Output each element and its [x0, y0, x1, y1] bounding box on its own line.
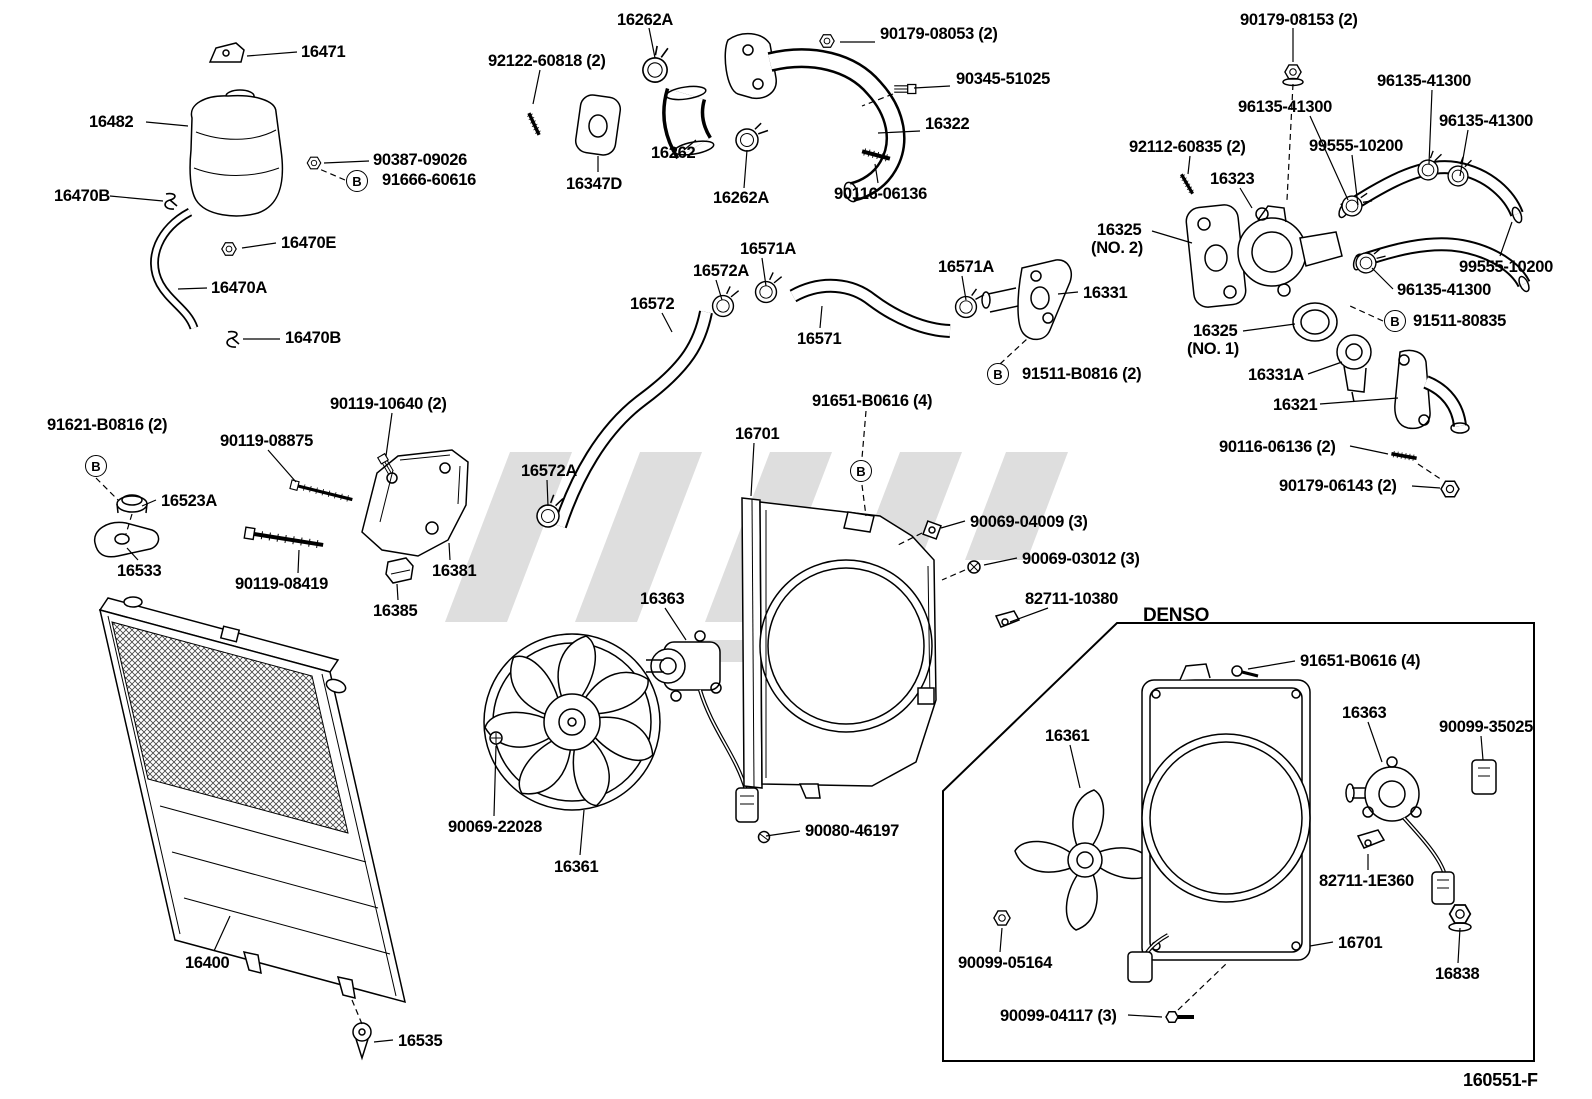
part-label: 16571A — [938, 258, 994, 276]
part-label: 16325 — [1193, 322, 1238, 340]
part-label: 90119-10640 (2) — [330, 395, 447, 413]
part-label: 91666-60616 — [382, 171, 476, 189]
part-label: 90116-06136 — [834, 185, 928, 203]
part-label: 16482 — [89, 113, 134, 131]
radiator-hoses-drawing — [531, 270, 985, 531]
part-label: 82711-10380 — [1025, 590, 1119, 608]
drain-plug-drawing — [352, 1022, 372, 1061]
part-label: 16701 — [1338, 934, 1383, 952]
part-label: 99555-10200 — [1459, 258, 1553, 276]
part-label: DENSO — [1143, 605, 1210, 626]
b-marker: B — [85, 455, 107, 477]
overflow-cap-bracket-drawing — [93, 494, 160, 558]
part-label: 90080-46197 — [805, 822, 899, 840]
fan-drawing — [483, 633, 661, 811]
part-label: 16572 — [630, 295, 675, 313]
part-label: 16572A — [521, 462, 577, 480]
part-label: 16325 — [1097, 221, 1142, 239]
part-label: 82711-1E360 — [1319, 872, 1414, 890]
part-label: 16572A — [693, 262, 749, 280]
part-label: 16361 — [554, 858, 599, 876]
part-label: 90387-09026 — [373, 151, 467, 169]
part-label: 16470B — [285, 329, 341, 347]
part-label: (NO. 1) — [1187, 340, 1239, 358]
part-label: 16535 — [398, 1032, 443, 1050]
leader-lines — [95, 27, 1513, 1043]
part-label: 90179-06143 (2) — [1279, 477, 1397, 495]
part-label: 96135-41300 — [1397, 281, 1491, 299]
part-label: 16470E — [281, 234, 337, 252]
part-label: 16381 — [432, 562, 477, 580]
mounting-bracket-drawing — [242, 449, 469, 584]
part-label: 96135-41300 — [1238, 98, 1332, 116]
part-label: 16331A — [1248, 366, 1304, 384]
part-label: 90099-35025 — [1439, 718, 1533, 736]
part-label: 99555-10200 — [1309, 137, 1403, 155]
radiator-drawing — [98, 596, 407, 1061]
inset-shroud-drawing — [1127, 663, 1311, 983]
part-label: 16571A — [740, 240, 796, 258]
part-label: 91511-B0816 (2) — [1022, 365, 1142, 383]
part-label: 16470A — [211, 279, 267, 297]
small-fasteners-drawing — [922, 520, 1021, 628]
part-label: 91651-B0616 (4) — [1300, 652, 1421, 670]
fan-motor-drawing — [646, 630, 771, 844]
part-label: 16471 — [301, 43, 346, 61]
reservoir-tank-drawing — [150, 42, 322, 348]
part-label: 16838 — [1435, 965, 1480, 983]
b-marker: B — [850, 460, 872, 482]
part-label: 16323 — [1210, 170, 1255, 188]
water-inlet-drawing — [981, 259, 1072, 341]
b-marker: B — [1384, 310, 1406, 332]
part-label: 16347D — [566, 175, 622, 193]
part-label: 91651-B0616 (4) — [812, 392, 933, 410]
part-label: 16363 — [1342, 704, 1387, 722]
part-label: 90179-08053 (2) — [880, 25, 998, 43]
part-label: 90099-05164 — [958, 954, 1052, 972]
denso-inset-drawing — [942, 622, 1535, 1062]
part-label: 160551-F — [1463, 1070, 1538, 1090]
part-label: 16385 — [373, 602, 418, 620]
part-label: 16701 — [735, 425, 780, 443]
part-label: 16322 — [925, 115, 970, 133]
part-label: 92112-60835 (2) — [1129, 138, 1246, 156]
part-label: 16523A — [161, 492, 217, 510]
part-label: 16361 — [1045, 727, 1090, 745]
b-marker: B — [346, 170, 368, 192]
part-label: 96135-41300 — [1377, 72, 1471, 90]
part-label: 16533 — [117, 562, 162, 580]
part-label: (NO. 2) — [1091, 239, 1143, 257]
part-label: 16262 — [651, 144, 696, 162]
part-label: 90069-22028 — [448, 818, 542, 836]
inlet-pipe-drawing — [524, 32, 917, 203]
part-label: 90179-08153 (2) — [1240, 11, 1358, 29]
part-label: 16321 — [1273, 396, 1318, 414]
inset-motor-drawing — [1345, 756, 1455, 905]
heater-hoses-drawing — [1338, 148, 1531, 293]
part-label: 90099-04117 (3) — [1000, 1007, 1117, 1025]
part-label: 96135-41300 — [1439, 112, 1533, 130]
part-label: 91511-80835 — [1413, 312, 1507, 330]
inset-fan-drawing — [1014, 789, 1156, 931]
part-label: 91621-B0816 (2) — [47, 416, 168, 434]
part-label: 16262A — [617, 11, 673, 29]
part-label: 16470B — [54, 187, 110, 205]
b-marker: B — [987, 363, 1009, 385]
part-label: 90116-06136 (2) — [1219, 438, 1336, 456]
part-label: 92122-60818 (2) — [488, 52, 606, 70]
part-label: 90345-51025 — [956, 70, 1050, 88]
part-label: 90119-08419 — [235, 575, 329, 593]
part-label: 90069-04009 (3) — [970, 513, 1088, 531]
fan-shroud-drawing — [741, 497, 937, 799]
part-label: 16571 — [797, 330, 842, 348]
part-label: 16363 — [640, 590, 685, 608]
part-label: 16262A — [713, 189, 769, 207]
part-label: 90069-03012 (3) — [1022, 550, 1140, 568]
part-label: 16331 — [1083, 284, 1128, 302]
part-label: 16400 — [185, 954, 230, 972]
thermostat-housing-drawing — [1177, 64, 1470, 498]
part-label: 90119-08875 — [220, 432, 314, 450]
